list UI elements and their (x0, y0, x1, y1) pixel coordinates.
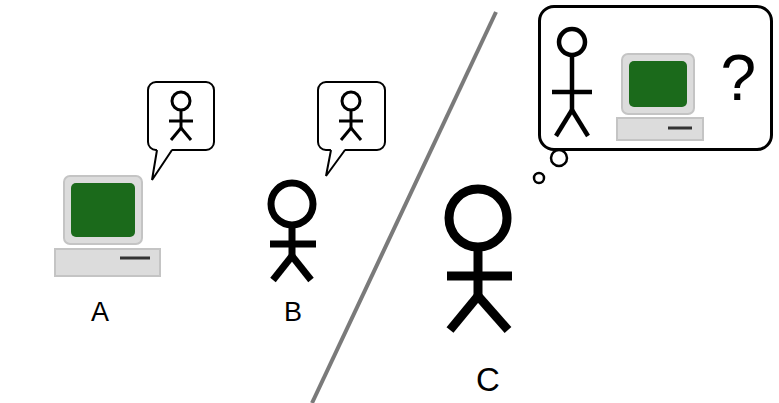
thought-dots (534, 150, 567, 183)
figure-letter: B (284, 299, 302, 326)
figure-letter: C (476, 363, 500, 396)
question-mark: ? (720, 46, 756, 110)
speech-bubble (148, 82, 214, 180)
speech-bubble (318, 82, 385, 176)
person-figure (270, 183, 316, 280)
computer-icon (617, 54, 703, 140)
person-figure (552, 29, 592, 136)
person-figure (447, 189, 512, 330)
thought-bubble: ? (538, 5, 773, 151)
divider-line (312, 12, 496, 403)
computer-icon (55, 176, 160, 276)
figure-letter: A (91, 299, 109, 326)
